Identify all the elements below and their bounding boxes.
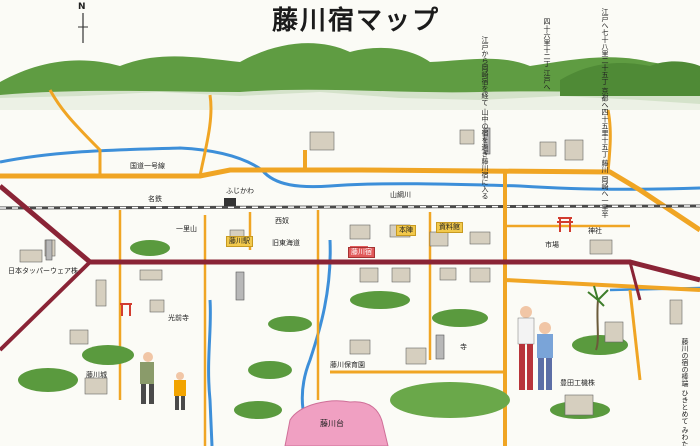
- label-route1: 国道一号線: [130, 162, 165, 170]
- label-ichiba: 市場: [545, 241, 559, 249]
- label-station-wood: 藤川宿: [348, 247, 375, 258]
- poem-center: 江戸から岡崎宿を経て 山中の宿を過ぎ藤川宿に入る: [432, 36, 489, 199]
- fujikawa-dai-area: [284, 400, 389, 446]
- label-fujikawa-station: 藤川駅: [226, 236, 253, 247]
- label-fujikawa-hira: ふじかわ: [226, 187, 254, 195]
- label-meitetsu: 名鉄: [148, 195, 162, 203]
- label-saiko: 西奴: [275, 217, 289, 225]
- label-hikari: 光前寺: [168, 314, 189, 322]
- label-fujikawa-castle: 藤川城: [86, 371, 107, 379]
- poem-right-bottom: 藤川の宿の棒端 ひきとめて みわたせば 松のあいだに うでてる柳: [681, 338, 689, 446]
- label-hoikuen: 藤川保育園: [330, 361, 365, 369]
- label-yamatsuna-river: 山綱川: [390, 191, 411, 199]
- label-tera: 寺: [460, 343, 467, 351]
- label-tupperware: 日本タッパーウェア株: [8, 267, 78, 275]
- label-jinja: 神社: [588, 227, 602, 235]
- label-shiryokan: 資料館: [436, 222, 463, 233]
- north-letter: N: [78, 2, 86, 12]
- label-ichiriyama: 一里山: [176, 225, 197, 233]
- hiker-figures: [140, 306, 553, 410]
- poem-right-mid: 四十六里十二丁 江戸へ: [543, 18, 551, 91]
- map-title: 藤川宿マップ: [272, 6, 441, 36]
- mountain-range: [0, 43, 700, 104]
- north-arrow-icon: [76, 5, 90, 43]
- label-kyu-tokaido: 旧東海道: [272, 239, 300, 247]
- river: [0, 146, 700, 191]
- old-tokaido: [0, 184, 700, 283]
- label-toyota-koki: 豊田工機株: [560, 379, 595, 387]
- label-fujikawa-dai: 藤川台: [320, 419, 344, 428]
- label-honjin: 本陣: [396, 225, 416, 236]
- poem-right-top: 江戸へ七十八里二十五丁 京都へ四十五里十五丁 藤川 岡崎へ一里半: [566, 8, 609, 218]
